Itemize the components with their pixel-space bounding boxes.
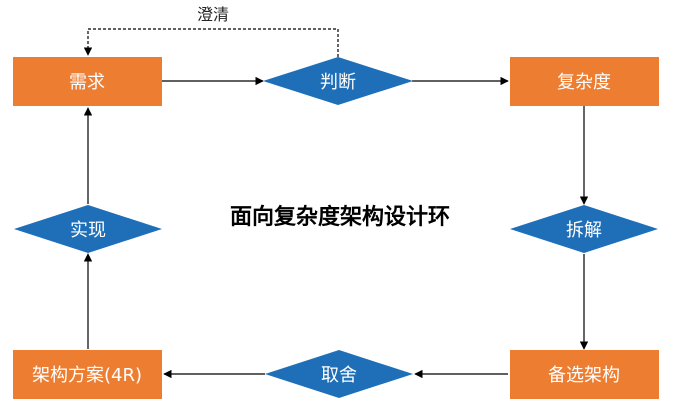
implement-diamond [14, 205, 162, 253]
plan-label: 架构方案(4R) [32, 365, 142, 386]
node-choose: 取舍 [265, 350, 413, 398]
candidate-box [510, 350, 659, 399]
connectors [83, 28, 589, 379]
node-implement: 实现 [14, 205, 162, 253]
judge-diamond [263, 57, 413, 105]
plan-box [13, 350, 162, 399]
choose-label: 取舍 [321, 365, 357, 386]
node-decompose: 拆解 [510, 205, 658, 253]
edge-clarify-feedback [83, 28, 339, 57]
requirement-box [13, 57, 162, 106]
node-judge: 判断 [263, 57, 413, 105]
node-requirement: 需求 [13, 57, 162, 106]
candidate-label: 备选架构 [548, 365, 620, 386]
choose-diamond [265, 350, 413, 398]
node-candidate: 备选架构 [510, 350, 659, 399]
diagram-title: 面向复杂度架构设计环 [230, 204, 450, 230]
clarify-label: 澄清 [197, 5, 229, 24]
requirement-label: 需求 [69, 72, 105, 93]
implement-label: 实现 [70, 220, 106, 241]
complexity-label: 复杂度 [557, 72, 611, 93]
judge-label: 判断 [320, 72, 356, 93]
decompose-label: 拆解 [566, 220, 602, 241]
decompose-diamond [510, 205, 658, 253]
node-plan: 架构方案(4R) [13, 350, 162, 399]
complexity-box [510, 57, 659, 106]
node-complexity: 复杂度 [510, 57, 659, 106]
